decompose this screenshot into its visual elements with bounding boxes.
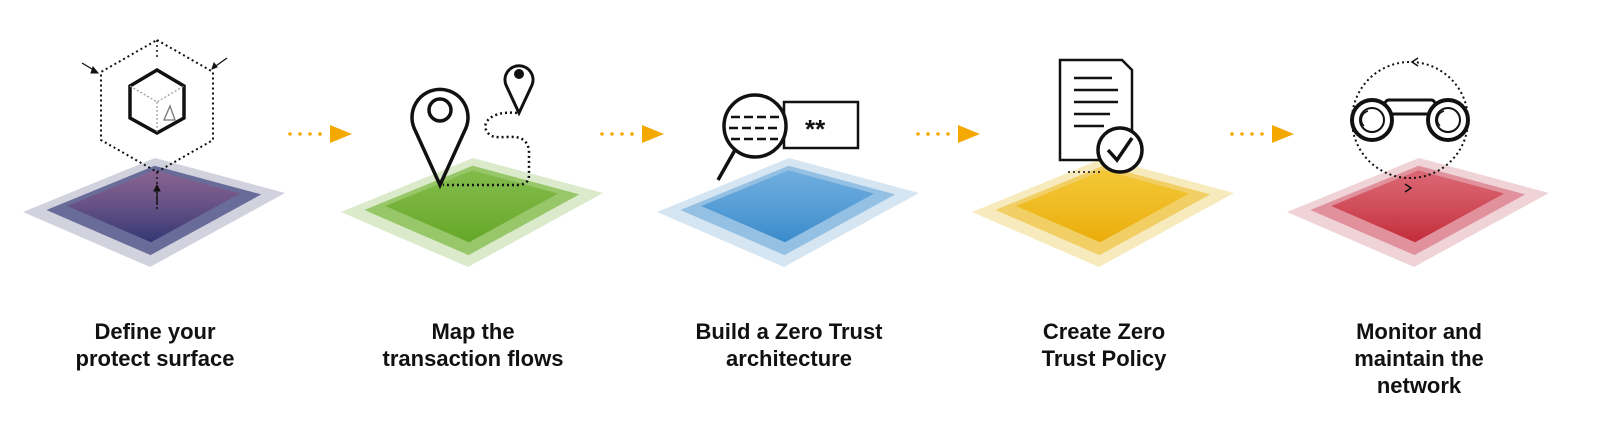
platform-top-layer — [701, 170, 875, 243]
magnifier-password-icon: ** — [716, 93, 860, 181]
platform-top-layer — [67, 170, 241, 243]
step-label-line: Map the — [431, 319, 515, 344]
platform-top-layer — [1016, 170, 1190, 243]
dotted-arrow-icon — [288, 125, 352, 143]
step-label-line: Monitor and — [1356, 319, 1482, 344]
step-label-line: Create Zero — [1042, 319, 1166, 344]
step-label-line: architecture — [726, 346, 852, 371]
document-check-icon — [1058, 58, 1144, 174]
step-label-line: network — [1376, 373, 1462, 398]
step-platform — [341, 158, 603, 267]
step-label-line: maintain the — [1354, 346, 1484, 371]
step-label-line: Build a Zero Trust — [695, 319, 883, 344]
binoculars-cycle-icon — [1350, 57, 1470, 193]
step-label-line: transaction flows — [382, 346, 564, 371]
dotted-arrow-icon — [916, 125, 980, 143]
hexagon-cube-icon — [81, 38, 228, 210]
step-platform — [972, 158, 1234, 267]
step-label-line: Define your — [94, 319, 216, 344]
step-platform — [1287, 158, 1549, 267]
password-mask-text: ** — [805, 114, 826, 144]
step-platform — [23, 158, 285, 267]
platform-top-layer — [385, 170, 559, 243]
platform-top-layer — [1331, 170, 1505, 243]
dotted-arrow-icon — [1230, 125, 1294, 143]
map-pin-route-icon — [410, 64, 535, 190]
step-label-line: Trust Policy — [1041, 346, 1167, 371]
dotted-arrow-icon — [600, 125, 664, 143]
step-platform — [657, 158, 919, 267]
step-label-line: protect surface — [75, 346, 235, 371]
